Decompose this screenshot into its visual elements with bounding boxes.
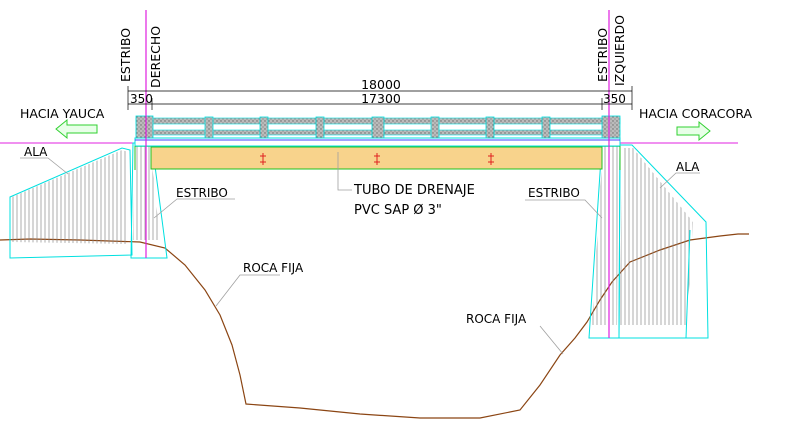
drain-markers — [260, 153, 494, 165]
right-abutment-title-2: IZQUIERDO — [612, 15, 627, 86]
drain-label-line1: TUBO DE DRENAJE — [353, 183, 475, 198]
rock-left-label: ROCA FIJA — [243, 261, 304, 275]
dimension-lines — [127, 86, 633, 110]
left-wing-hatch — [12, 150, 128, 244]
right-wing-hatch — [620, 148, 693, 325]
abutment-left-label: ESTRIBO — [176, 186, 228, 200]
dimension-total: 18000 — [361, 77, 401, 92]
dimension-left-seat: 350 — [130, 92, 153, 106]
dimension-clear-span: 17300 — [361, 91, 401, 106]
right-abutment-hatch — [592, 146, 618, 325]
drain-label-line2: PVC SAP Ø 3" — [354, 203, 442, 218]
wing-right-label: ALA — [676, 160, 700, 174]
direction-right-label: HACIA CORACORA — [639, 106, 752, 121]
arrow-right-icon — [676, 120, 711, 142]
rock-right-label: ROCA FIJA — [466, 312, 527, 326]
right-wing-wall — [618, 144, 709, 339]
left-abutment-title-2: DERECHO — [148, 26, 163, 88]
deck-edge-box — [134, 137, 621, 147]
dimension-right-seat: 350 — [603, 92, 626, 106]
arrow-left-icon — [55, 118, 98, 140]
leader-lines — [20, 152, 700, 355]
railing — [135, 115, 621, 139]
left-wing-wall — [9, 147, 133, 259]
direction-left-label: HACIA YAUCA — [20, 106, 105, 121]
right-abutment-title-1: ESTRIBO — [595, 28, 610, 82]
left-abutment-title-1: ESTRIBO — [118, 28, 133, 82]
wing-left-label: ALA — [24, 145, 48, 159]
right-wing-inner-line — [685, 229, 691, 339]
abutment-right-label: ESTRIBO — [528, 186, 580, 200]
